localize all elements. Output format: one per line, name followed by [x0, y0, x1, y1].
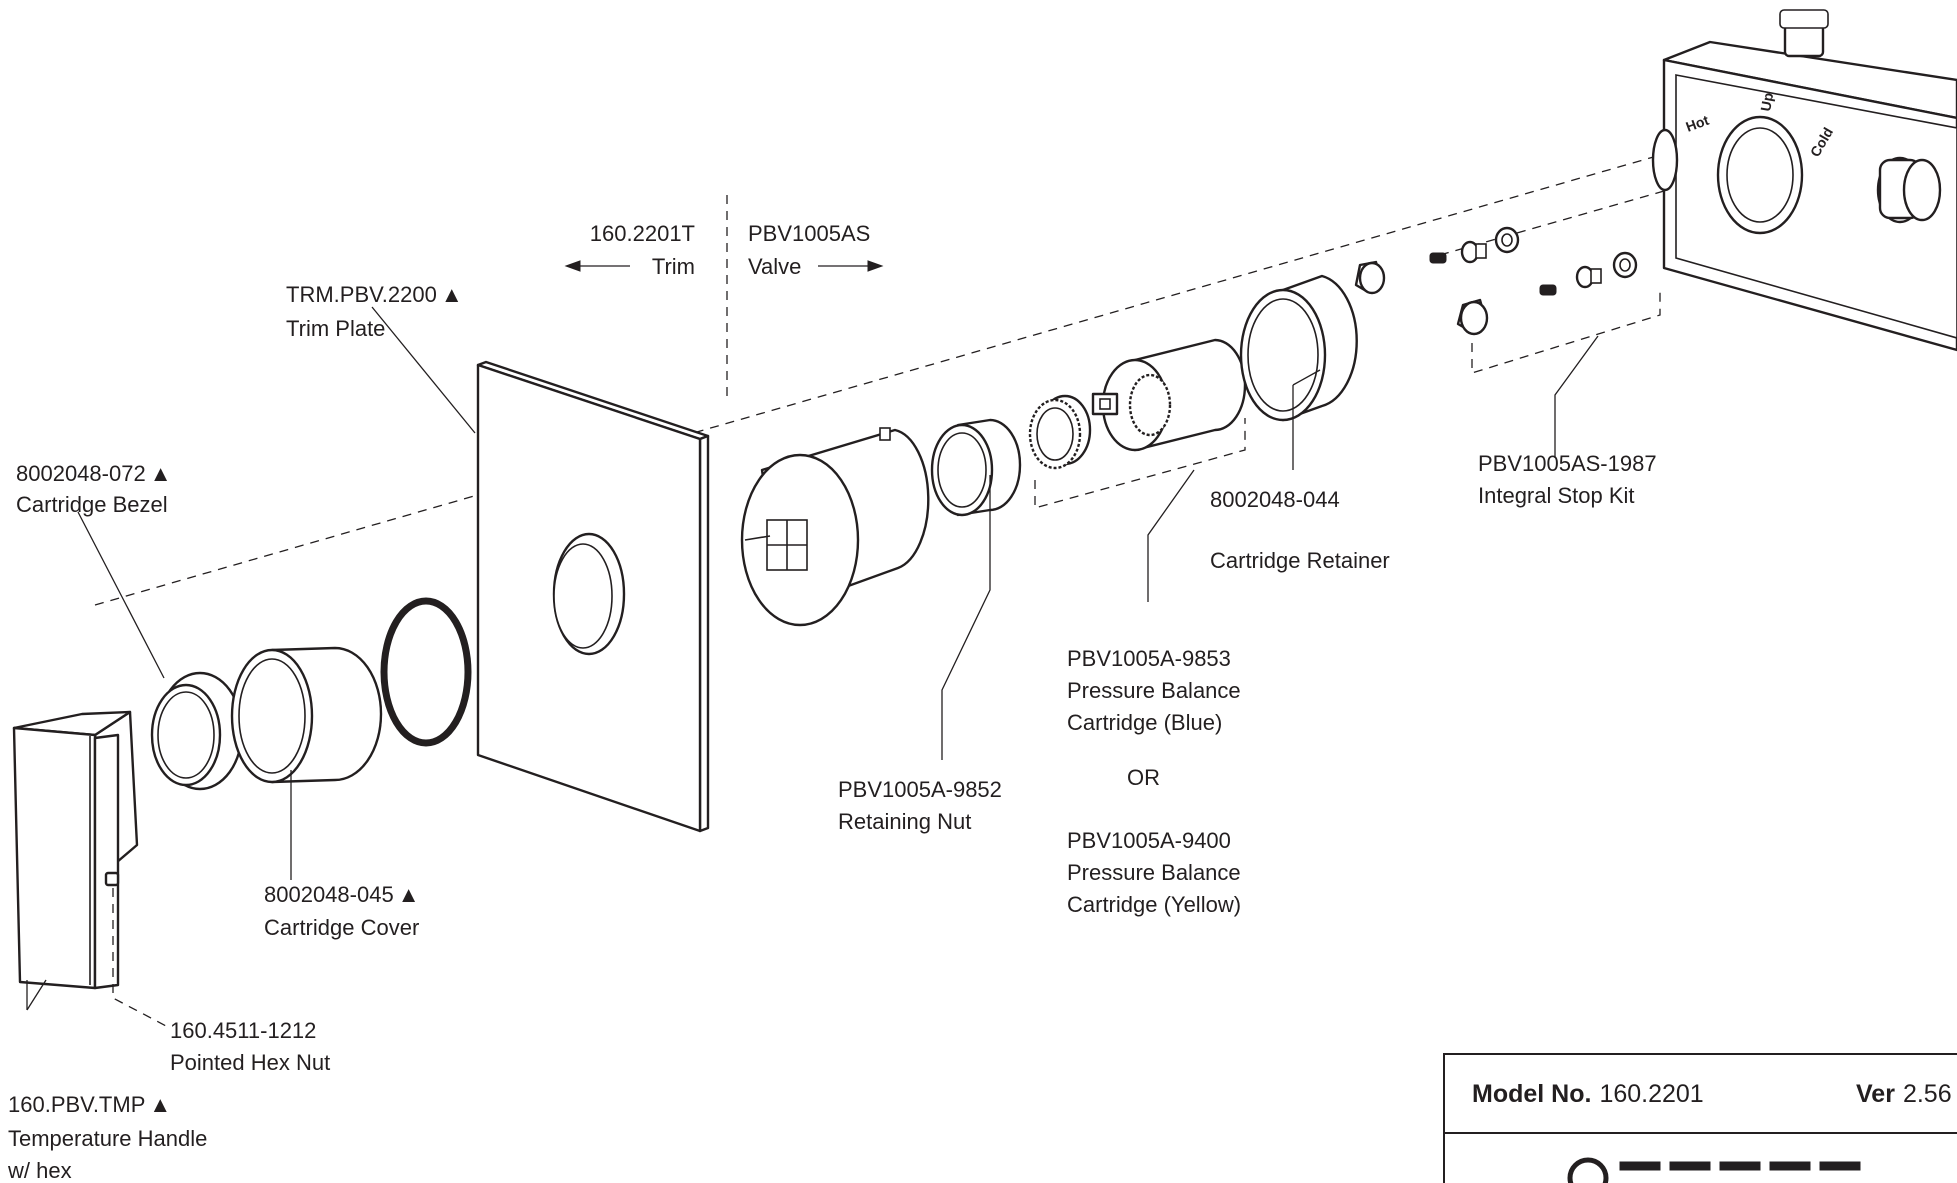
cartridge-blue-name: Pressure Balance — [1067, 678, 1241, 703]
svg-text:Model No.160.2201: Model No. 160.2201 — [1472, 1080, 1704, 1108]
trim-code-label: 160.2201T — [590, 221, 695, 246]
trim-arrow-head — [564, 260, 581, 272]
trim-plate-triangle: ▲ — [441, 282, 463, 307]
stop-kit-lower-drawing — [1456, 251, 1638, 336]
pointed-hex-nut-code: 160.4511-1212 — [170, 1018, 316, 1043]
valve-arrow-head — [867, 260, 884, 272]
integral-stop-kit-name: Integral Stop Kit — [1478, 483, 1635, 508]
cartridge-bezel-triangle: ▲ — [150, 461, 172, 486]
valve-name-label: Valve — [748, 254, 801, 279]
valve-mark-up: Up — [1757, 91, 1776, 112]
version-value: 2.56 — [1903, 1080, 1952, 1108]
stop-kit-upper-drawing — [1354, 226, 1520, 295]
label-trim-plate: TRM.PBV.2200▲ Trim Plate — [286, 282, 463, 341]
valve-mark-hot: Hot — [1684, 112, 1712, 135]
trim-name-label: Trim — [652, 254, 695, 279]
label-temperature-handle: 160.PBV.TMP▲ Temperature Handle w/ hex — [7, 1092, 207, 1183]
pointed-hex-nut-drawing — [104, 871, 120, 887]
cartridge-retainer-code: 8002048-044 — [1210, 487, 1340, 512]
cartridge-cover-drawing — [230, 646, 383, 784]
temperature-handle-name2: w/ hex — [7, 1158, 72, 1183]
cartridge-bezel-code: 8002048-072 — [16, 461, 146, 486]
title-block: Model No. 160.2201 Ver 2.56 — [1443, 1053, 1957, 1183]
retaining-nut-drawing — [930, 418, 1022, 517]
integral-stop-kit-code: PBV1005AS-1987 — [1478, 451, 1657, 476]
pressure-balance-cartridge-drawing — [1091, 338, 1247, 452]
valve-body-drawing: Hot Up Cold — [1651, 9, 1957, 352]
cartridge-yellow-name2: Cartridge (Yellow) — [1067, 892, 1241, 917]
cartridge-cover-triangle: ▲ — [398, 882, 420, 907]
label-integral-stop-kit: PBV1005AS-1987 Integral Stop Kit — [1478, 451, 1657, 508]
cartridge-blue-code: PBV1005A-9853 — [1067, 646, 1231, 671]
leader-lines — [26, 290, 1661, 1028]
cartridge-yellow-name: Pressure Balance — [1067, 860, 1241, 885]
cartridge-retainer-name: Cartridge Retainer — [1210, 548, 1390, 573]
version-label: Ver — [1856, 1080, 1895, 1108]
brand-logo — [1567, 1157, 1861, 1183]
valve-cylinder-drawing — [740, 427, 930, 627]
label-cartridge-cover: 8002048-045▲ Cartridge Cover — [264, 882, 419, 940]
svg-text:TRM.PBV.2200▲: TRM.PBV.2200▲ — [286, 282, 463, 307]
temperature-handle-drawing — [12, 710, 139, 990]
label-pointed-hex-nut: 160.4511-1212 Pointed Hex Nut — [170, 1018, 330, 1075]
cartridge-bezel-name: Cartridge Bezel — [16, 492, 168, 517]
valve-code-label: PBV1005AS — [748, 221, 870, 246]
cartridge-yellow-code: PBV1005A-9400 — [1067, 828, 1231, 853]
label-cartridge-blue: PBV1005A-9853 Pressure Balance Cartridge… — [1067, 646, 1241, 735]
temperature-handle-triangle: ▲ — [149, 1092, 171, 1117]
retaining-nut-name: Retaining Nut — [838, 809, 971, 834]
trim-plate-code: TRM.PBV.2200 — [286, 282, 437, 307]
label-retaining-nut: PBV1005A-9852 Retaining Nut — [838, 777, 1002, 834]
model-number-label: Model No. — [1472, 1080, 1591, 1108]
cartridge-bezel-drawing — [150, 671, 244, 791]
temperature-handle-code: 160.PBV.TMP — [8, 1092, 145, 1117]
label-cartridge-retainer: 8002048-044 Cartridge Retainer — [1210, 487, 1390, 573]
svg-text:8002048-072▲: 8002048-072▲ — [16, 461, 171, 486]
or-label: OR — [1127, 765, 1160, 790]
svg-text:160.PBV.TMP▲: 160.PBV.TMP▲ — [8, 1092, 171, 1117]
cartridge-cover-name: Cartridge Cover — [264, 915, 419, 940]
cartridge-cover-code: 8002048-045 — [264, 882, 394, 907]
o-ring-drawing — [380, 597, 472, 747]
cartridge-retainer-drawing — [1239, 274, 1358, 422]
retaining-nut-code: PBV1005A-9852 — [838, 777, 1002, 802]
label-cartridge-yellow: PBV1005A-9400 Pressure Balance Cartridge… — [1067, 828, 1241, 917]
cartridge-blue-name2: Cartridge (Blue) — [1067, 710, 1222, 735]
label-cartridge-bezel: 8002048-072▲ Cartridge Bezel — [16, 461, 171, 517]
assembly-axis-line — [94, 134, 1731, 606]
model-number-value: 160.2201 — [1599, 1080, 1703, 1108]
pointed-hex-nut-name: Pointed Hex Nut — [170, 1050, 330, 1075]
temperature-handle-name: Temperature Handle — [8, 1126, 207, 1151]
svg-text:8002048-045▲: 8002048-045▲ — [264, 882, 419, 907]
trim-plate-name: Trim Plate — [286, 316, 385, 341]
trim-plate-drawing — [476, 360, 710, 833]
bonnet-drawing — [1028, 394, 1092, 470]
